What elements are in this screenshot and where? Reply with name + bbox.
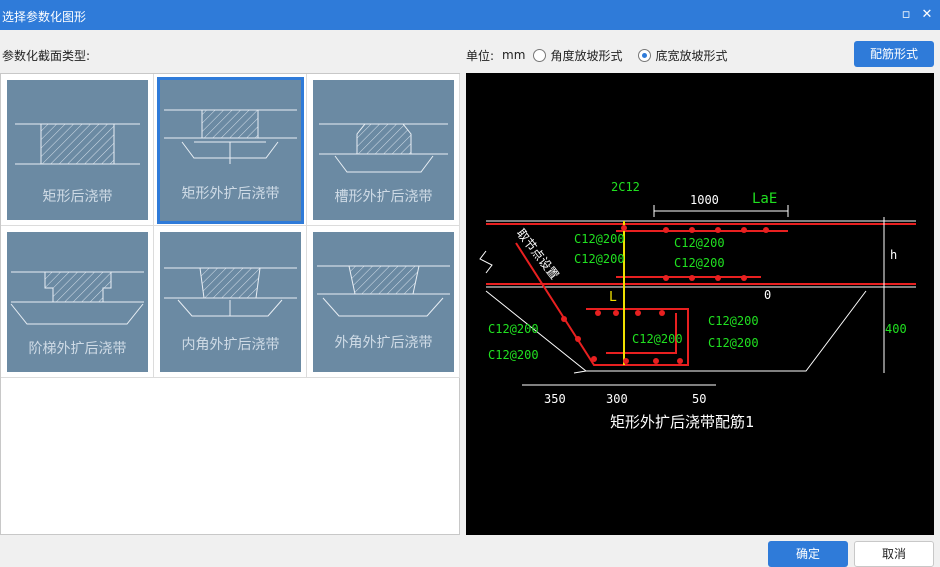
- rebar-label: C12@200: [574, 252, 625, 266]
- outer-corner-shape-icon: [317, 265, 450, 317]
- radio-angle-slope[interactable]: 角度放坡形式: [533, 47, 630, 64]
- radio-width-dot[interactable]: [638, 48, 652, 62]
- tile-groove-outer-thumb: 槽形外扩后浇带: [313, 80, 454, 220]
- unit-area: 单位: mm 角度放坡形式 底宽放坡形式: [466, 46, 743, 64]
- top-bar-label: 2C12: [611, 180, 640, 194]
- step-outer-shape-icon: [10, 271, 144, 325]
- zero-label: 0: [764, 288, 771, 302]
- cancel-button[interactable]: 取消: [854, 541, 934, 567]
- rect-outer-shape-icon: [164, 109, 297, 164]
- section-type-label: 参数化截面类型:: [2, 49, 91, 63]
- tile-rect-thumb: 矩形后浇带: [7, 80, 148, 220]
- maximize-icon[interactable]: ▫: [901, 7, 911, 22]
- rebar-form-button[interactable]: 配筋形式: [854, 41, 934, 67]
- dim-300-label: 300: [606, 392, 628, 406]
- section-preview: 2C12 1000 LaE h 0 L 400 350 300 50 取节点设置…: [466, 73, 934, 535]
- dim-350-label: 350: [544, 392, 566, 406]
- radio-width-slope[interactable]: 底宽放坡形式: [638, 47, 735, 64]
- inner-corner-shape-icon: [164, 267, 297, 317]
- dim-400-label: 400: [885, 322, 907, 336]
- title-bar: 选择参数化图形 ▫ ✕: [0, 0, 940, 30]
- tile-rect-outer-label: 矩形外扩后浇带: [181, 186, 280, 202]
- rebar-label: C12@200: [708, 336, 759, 350]
- ok-button[interactable]: 确定: [768, 541, 848, 567]
- radio-angle-dot[interactable]: [533, 48, 547, 62]
- tile-outer-corner-outer[interactable]: 外角外扩后浇带: [307, 226, 460, 378]
- tile-rect-outer-thumb: 矩形外扩后浇带: [157, 77, 304, 224]
- tile-inner-corner-outer[interactable]: 内角外扩后浇带: [154, 226, 307, 378]
- close-icon[interactable]: ✕: [921, 7, 933, 22]
- window-title: 选择参数化图形: [2, 10, 87, 24]
- tile-groove-outer-label: 槽形外扩后浇带: [334, 189, 433, 205]
- dim-50-label: 50: [692, 392, 706, 406]
- rebar-label: C12@200: [674, 236, 725, 250]
- tile-inner-corner-outer-label: 内角外扩后浇带: [181, 337, 280, 353]
- tile-groove-outer[interactable]: 槽形外扩后浇带: [307, 74, 460, 226]
- rebar-drawing: 2C12 1000 LaE h 0 L 400 350 300 50 取节点设置…: [479, 180, 916, 431]
- radio-angle-label: 角度放坡形式: [550, 48, 623, 63]
- tile-step-outer-thumb: 阶梯外扩后浇带: [7, 232, 148, 372]
- h-label: h: [890, 248, 897, 262]
- tile-rect[interactable]: 矩形后浇带: [1, 74, 154, 226]
- tile-outer-corner-outer-label: 外角外扩后浇带: [334, 335, 433, 351]
- rebar-label: C12@200: [488, 322, 539, 336]
- rebar-label: C12@200: [674, 256, 725, 270]
- section-type-grid: 矩形后浇带 矩形外扩后浇带: [0, 73, 460, 535]
- rebar-label: C12@200: [632, 332, 683, 346]
- rect-shape-icon: [15, 123, 140, 165]
- radio-width-label: 底宽放坡形式: [655, 48, 728, 63]
- rebar-label: C12@200: [488, 348, 539, 362]
- tile-outer-corner-outer-thumb: 外角外扩后浇带: [313, 232, 454, 372]
- rebar-label: C12@200: [708, 314, 759, 328]
- lae-label: LaE: [752, 191, 777, 207]
- l-label: L: [609, 290, 617, 305]
- tile-rect-outer[interactable]: 矩形外扩后浇带: [154, 74, 307, 226]
- tile-step-outer-label: 阶梯外扩后浇带: [28, 341, 127, 357]
- rebar-label: C12@200: [574, 232, 625, 246]
- unit-value: mm: [502, 48, 526, 62]
- groove-outer-shape-icon: [319, 123, 448, 173]
- drawing-caption: 矩形外扩后浇带配筋1: [610, 413, 754, 431]
- diagonal-note: 取节点设置: [514, 226, 562, 282]
- tile-step-outer[interactable]: 阶梯外扩后浇带: [1, 226, 154, 378]
- width-dim-label: 1000: [690, 193, 719, 207]
- tile-inner-corner-outer-thumb: 内角外扩后浇带: [160, 232, 301, 372]
- unit-label: 单位:: [466, 48, 495, 63]
- tile-rect-label: 矩形后浇带: [42, 189, 113, 205]
